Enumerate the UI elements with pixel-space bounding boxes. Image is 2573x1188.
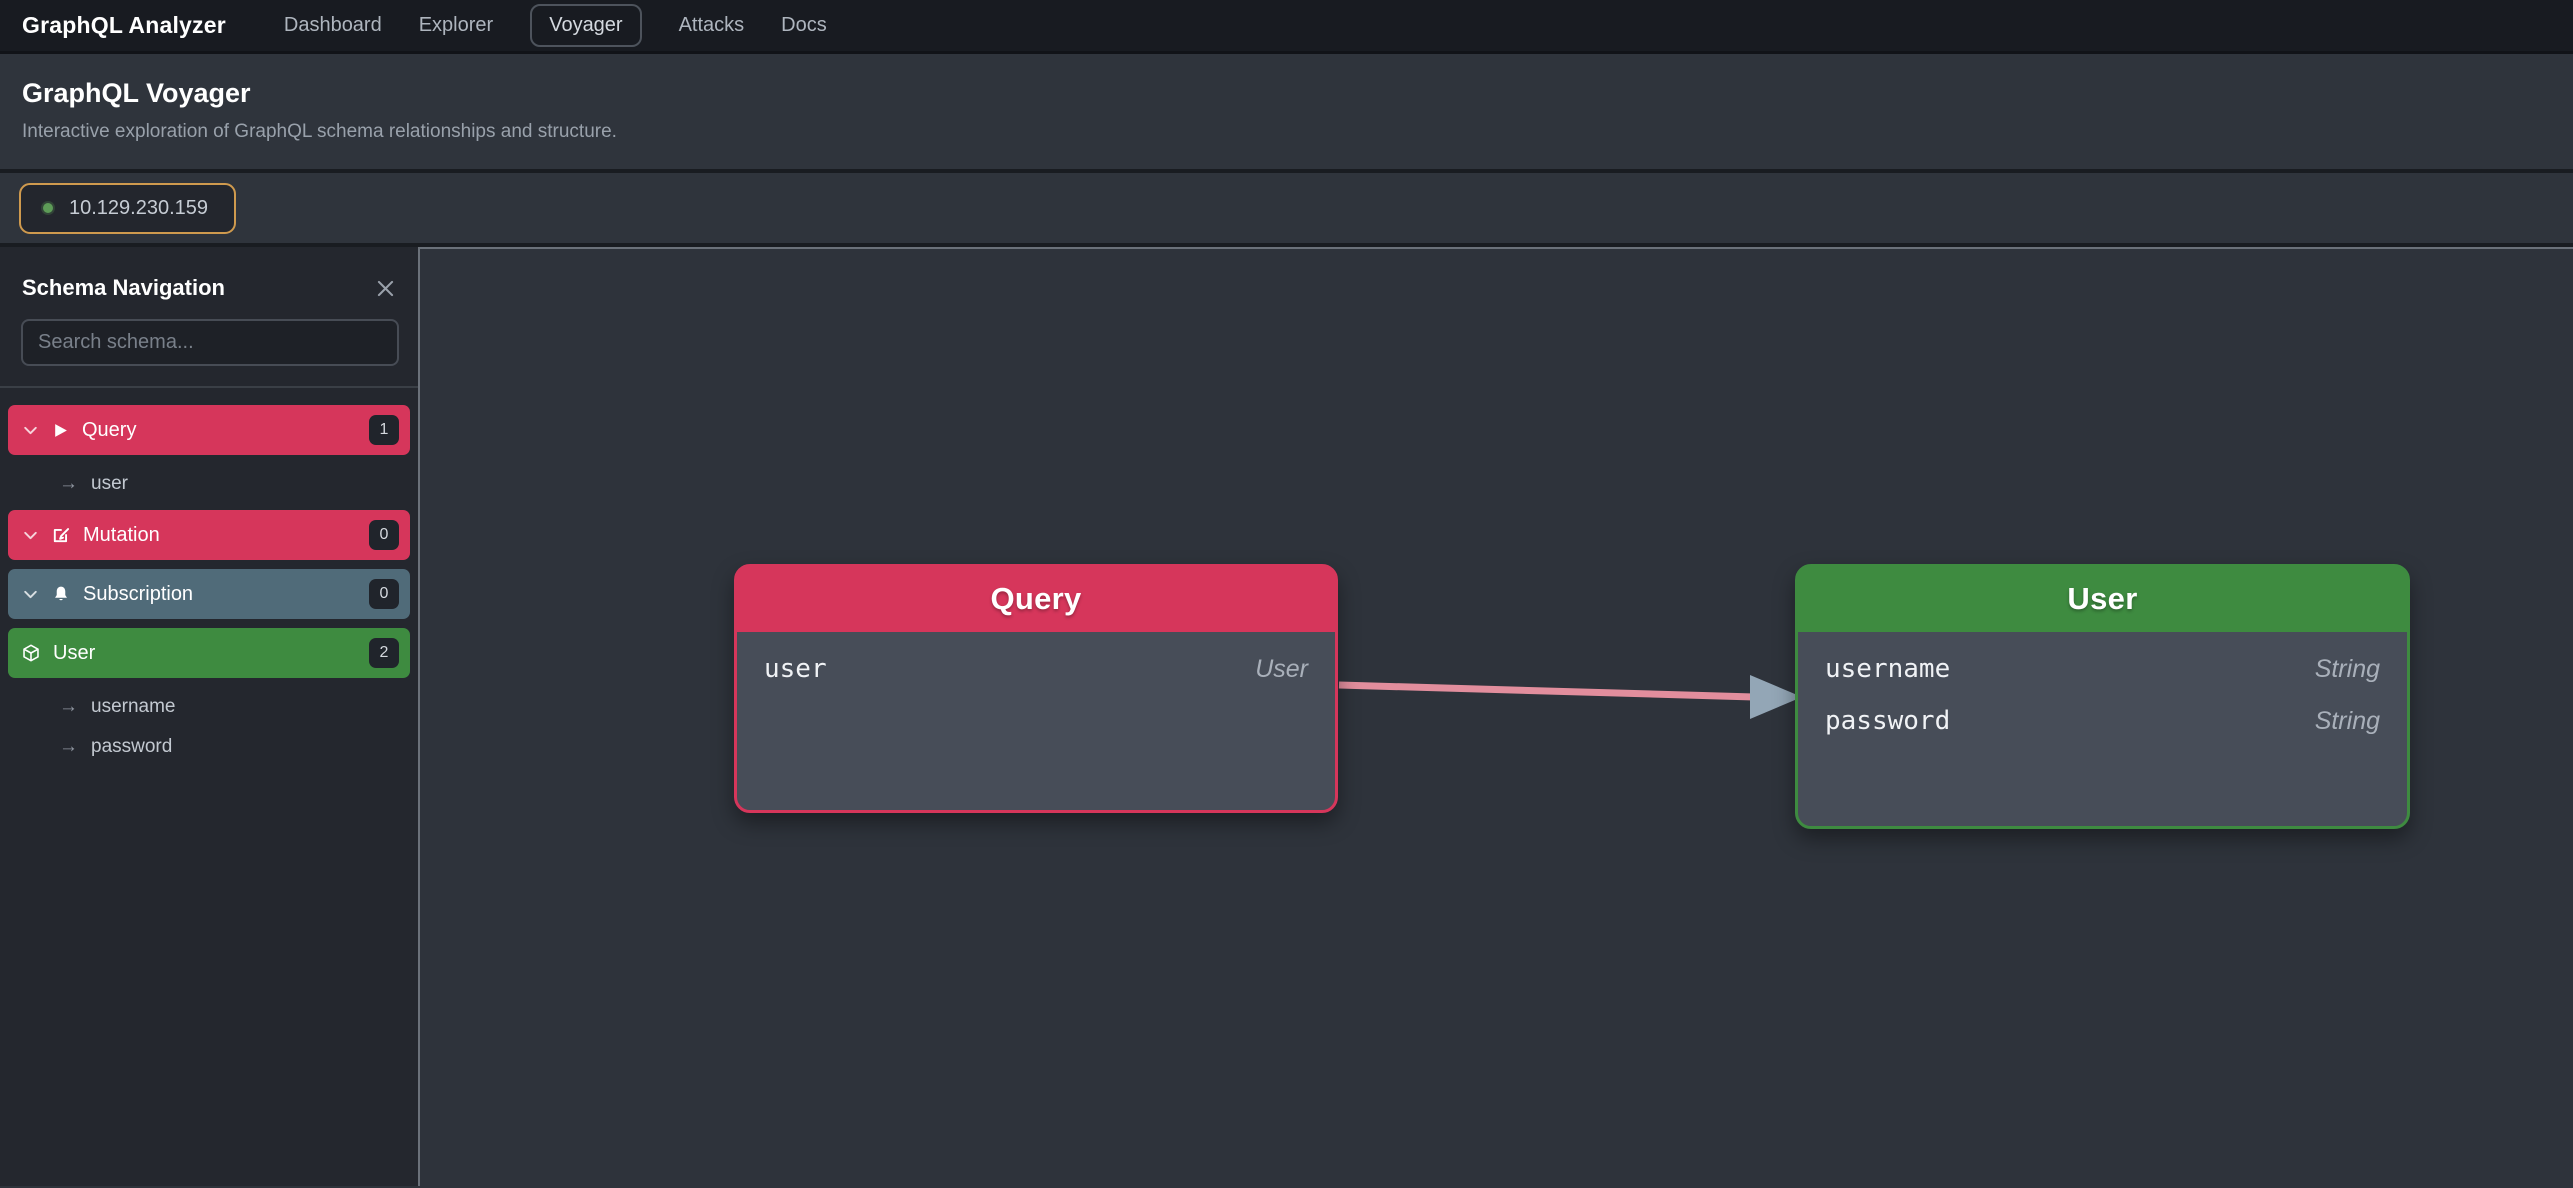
type-label: Mutation — [83, 523, 160, 546]
type-label: User — [53, 641, 96, 664]
sidebar-title: Schema Navigation — [22, 275, 225, 300]
count-badge: 0 — [369, 579, 399, 609]
tab-dashboard[interactable]: Dashboard — [283, 14, 382, 36]
count-badge: 0 — [369, 520, 399, 550]
children-of-query: → user — [8, 464, 410, 504]
chevron-down-icon — [22, 527, 39, 544]
target-ip-chip[interactable]: 10.129.230.159 — [19, 182, 237, 234]
field-item-username[interactable]: → username — [8, 687, 410, 727]
edit-icon — [52, 526, 70, 544]
close-icon[interactable] — [375, 278, 396, 299]
schema-navigation-sidebar: Schema Navigation Query1→userMutation0Su… — [0, 247, 420, 1186]
type-label: Subscription — [83, 582, 194, 605]
status-dot-icon — [43, 203, 53, 213]
app-brand: GraphQL Analyzer — [22, 12, 226, 38]
field-name: user — [764, 654, 827, 684]
sidebar-item-subscription[interactable]: Subscription 0 — [8, 569, 410, 619]
page-title: GraphQL Voyager — [22, 78, 251, 108]
bell-icon — [52, 585, 70, 603]
field-item-user[interactable]: → user — [8, 464, 410, 504]
edge-arrowhead-icon — [1750, 675, 1802, 719]
count-badge: 2 — [369, 638, 399, 668]
field-label: username — [91, 696, 176, 717]
field-type: User — [1255, 655, 1308, 683]
node-field-row-username[interactable]: username String — [1825, 643, 2380, 695]
sidebar-header: Schema Navigation — [0, 247, 418, 319]
tab-explorer[interactable]: Explorer — [418, 14, 494, 36]
node-field-row-user[interactable]: user User — [764, 643, 1308, 695]
node-fields: user User — [737, 631, 1335, 707]
top-navbar: GraphQL Analyzer Dashboard Explorer Voyage… — [0, 0, 2573, 54]
target-ip: 10.129.230.159 — [69, 196, 209, 219]
count-badge: 1 — [369, 415, 399, 445]
voyager-panel: Schema Navigation Query1→userMutation0Su… — [0, 247, 2573, 1186]
field-label: user — [91, 473, 128, 494]
type-label: Query — [82, 418, 137, 441]
sidebar-item-query[interactable]: Query 1 — [8, 405, 410, 455]
field-name: username — [1825, 654, 1951, 684]
chevron-down-icon — [22, 422, 39, 439]
arrow-right-icon: → — [59, 696, 78, 717]
play-icon — [52, 422, 69, 439]
edge-query-user-line — [1338, 681, 1755, 701]
field-item-password[interactable]: → password — [8, 727, 410, 767]
sidebar-divider — [0, 386, 418, 388]
sidebar-item-mutation[interactable]: Mutation 0 — [8, 510, 410, 560]
field-label: password — [91, 736, 173, 757]
chevron-down-icon — [22, 586, 39, 603]
edge-layer — [1338, 675, 1802, 719]
target-row: 10.129.230.159 — [0, 173, 2573, 247]
tab-attacks[interactable]: Attacks — [678, 14, 745, 36]
arrow-right-icon: → — [59, 736, 78, 757]
field-type: String — [2314, 655, 2380, 683]
tab-voyager[interactable]: Voyager — [530, 4, 642, 47]
search-schema-input[interactable] — [21, 319, 399, 366]
page-header: GraphQL Voyager Interactive exploration … — [0, 54, 2573, 173]
cube-icon — [22, 644, 40, 662]
graph-node-query[interactable]: Query user User — [734, 564, 1338, 813]
field-type: String — [2314, 707, 2380, 735]
page-subtitle: Interactive exploration of GraphQL schem… — [22, 121, 617, 142]
node-field-row-password[interactable]: password String — [1825, 695, 2380, 747]
field-name: password — [1825, 706, 1951, 736]
sidebar-item-user[interactable]: User 2 — [8, 628, 410, 678]
arrow-right-icon: → — [59, 473, 78, 494]
node-title: Query — [736, 566, 1336, 632]
node-title: User — [1797, 566, 2408, 632]
nav-tabs: Dashboard Explorer Voyager Attacks Docs — [284, 4, 827, 47]
tab-docs[interactable]: Docs — [781, 14, 827, 36]
children-of-user: → username → password — [8, 687, 410, 767]
